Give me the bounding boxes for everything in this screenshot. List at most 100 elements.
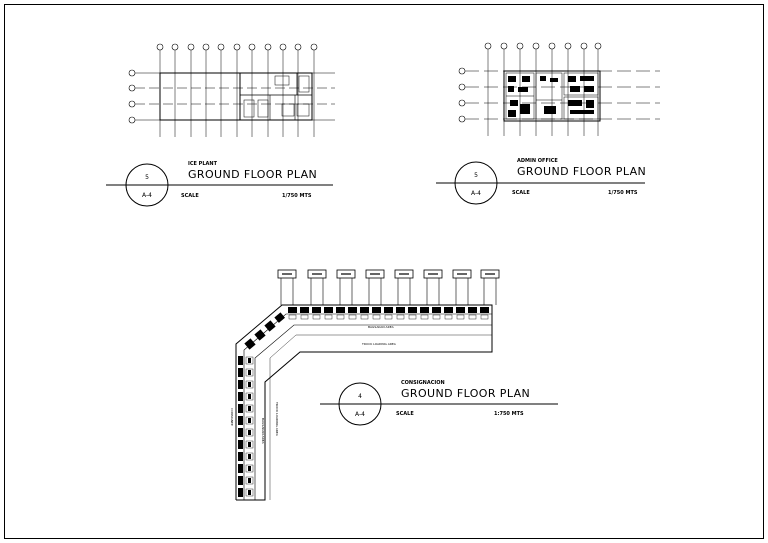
grid-bubble: [156, 43, 164, 51]
stall: [238, 428, 243, 437]
stall-outline: [312, 314, 321, 320]
stall: [324, 307, 333, 313]
stall-fixture: [248, 394, 251, 399]
stall-outline: [480, 314, 489, 320]
grid-bubble: [202, 43, 210, 51]
detail-number-consignacion: 4: [358, 393, 362, 400]
stall-outline: [360, 314, 369, 320]
scale-value-consignacion: 1:750 MTS: [494, 411, 524, 417]
label-loading-vertical: TRUCK LOADING AREA: [275, 401, 279, 437]
stall: [238, 404, 243, 413]
stall-outline: [456, 314, 465, 320]
stall-outline: [245, 440, 254, 449]
scale-value-ice-plant: 1/750 MTS: [282, 193, 312, 199]
title-ice-plant: GROUND FLOOR PLAN: [188, 168, 317, 181]
grid-bubble: [217, 43, 225, 51]
grid-bubble: [458, 115, 466, 123]
stall-outline: [245, 464, 254, 473]
grid-bubble: [310, 43, 318, 51]
scale-label-admin: SCALE: [512, 190, 530, 196]
grid-bubble: [233, 43, 241, 51]
stall: [238, 464, 243, 473]
grid-bubble: [128, 84, 136, 92]
stall: [456, 307, 465, 313]
ice-plant-outline: [159, 72, 313, 121]
stall: [396, 307, 405, 313]
diagonal-stalls: [244, 312, 285, 350]
stall-outline: [300, 314, 309, 320]
grid-bubble: [458, 67, 466, 75]
stall-outline: [408, 314, 417, 320]
stall-fixture: [248, 370, 251, 375]
stall: [300, 307, 309, 313]
stall-outline: [245, 356, 254, 365]
title-admin: GROUND FLOOR PLAN: [517, 165, 646, 178]
sheet-ref-admin: A-4: [471, 190, 481, 197]
grid-bubble: [594, 42, 602, 50]
stall: [288, 307, 297, 313]
stall: [238, 380, 243, 389]
stall-fixture: [248, 430, 251, 435]
stall-outline: [324, 314, 333, 320]
stall: [238, 488, 243, 497]
grid-bubble: [128, 69, 136, 77]
scale-label-ice-plant: SCALE: [181, 193, 199, 199]
stall: [238, 392, 243, 401]
admin-office-outline: [503, 70, 601, 122]
sheet-ref-ice-plant: A-4: [142, 192, 152, 199]
grid-bubble: [128, 116, 136, 124]
title-consignacion: GROUND FLOOR PLAN: [401, 387, 530, 400]
stall: [336, 307, 345, 313]
label-bagsakan-vertical: BAGSAKAN AREA: [261, 418, 265, 445]
stall-outline: [245, 404, 254, 413]
stall-fixture: [248, 406, 251, 411]
grid-bubble: [248, 43, 256, 51]
stall: [432, 307, 441, 313]
grid-bubble: [187, 43, 195, 51]
stall: [348, 307, 357, 313]
stall-fixture: [248, 442, 251, 447]
detail-number-admin: 5: [474, 172, 478, 179]
stall-outline: [245, 392, 254, 401]
stall: [408, 307, 417, 313]
stall-fixture: [248, 454, 251, 459]
stall-fixture: [248, 418, 251, 423]
subtitle-admin: ADMIN OFFICE: [517, 158, 558, 164]
stall: [238, 452, 243, 461]
grid-bubble: [279, 43, 287, 51]
stall: [420, 307, 429, 313]
ice-plant-plan: [128, 43, 335, 137]
consignacion-outline: [235, 304, 493, 501]
stall-outline: [444, 314, 453, 320]
grid-bubble: [532, 42, 540, 50]
stall: [312, 307, 321, 313]
stall: [480, 307, 489, 313]
scale-label-consignacion: SCALE: [396, 411, 414, 417]
stall-outline: [396, 314, 405, 320]
sheet-ref-consignacion: A-4: [355, 411, 365, 418]
stall-outline: [468, 314, 477, 320]
stall: [444, 307, 453, 313]
stall-outline: [245, 428, 254, 437]
stall-outline: [372, 314, 381, 320]
detail-number-ice-plant: 5: [145, 174, 149, 181]
grid-bubble: [128, 100, 136, 108]
stall-outline: [384, 314, 393, 320]
stall-outline: [245, 476, 254, 485]
stall: [372, 307, 381, 313]
grid-bubble: [458, 99, 466, 107]
admin-grid-rows: [458, 67, 660, 123]
stall-fixture: [248, 490, 251, 495]
stall-fixture: [248, 466, 251, 471]
horizontal-stall-row: [288, 307, 489, 320]
grid-bubble: [484, 42, 492, 50]
admin-grid-columns: [484, 42, 602, 136]
grid-bubble: [580, 42, 588, 50]
grid-bubble: [516, 42, 524, 50]
vertical-stall-column: [238, 356, 254, 497]
stall-outline: [245, 368, 254, 377]
stall-outline: [245, 380, 254, 389]
stall-fixture: [248, 382, 251, 387]
grid-bubble: [500, 42, 508, 50]
